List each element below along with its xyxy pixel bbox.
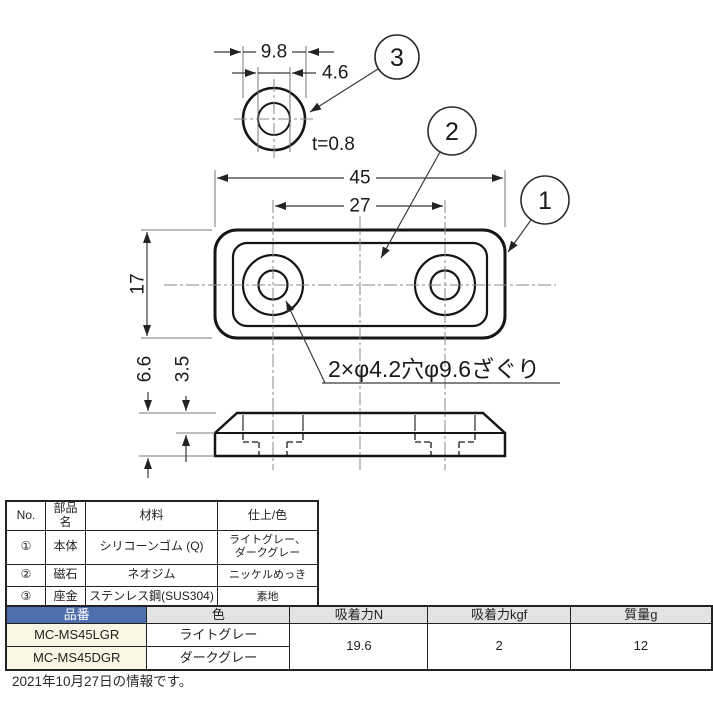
dim-body-depth: 17: [128, 273, 149, 294]
color-value: ダークグレー: [146, 646, 291, 671]
col-part-name: 部品名: [45, 500, 86, 531]
row-no: ②: [5, 563, 46, 587]
finish: 素地: [217, 585, 319, 610]
force-kgf-value: 2: [427, 623, 571, 671]
mass-value: 12: [569, 623, 713, 671]
material-row-body: ① 本体 シリコーンゴム (Q) ライトグレー、 ダークグレー: [5, 529, 319, 565]
washer-thickness-label: t=0.8: [312, 134, 355, 155]
product-row-dgr: MC-MS45DGR ダークグレー: [5, 646, 712, 671]
material-table: No. 部品名 材料 仕上/色 ① 本体 シリコーンゴム (Q) ライトグレー、…: [5, 500, 319, 610]
finish: ライトグレー、 ダークグレー: [217, 529, 319, 565]
dim-total-height: 6.6: [135, 356, 156, 382]
part-name: 磁石: [45, 563, 86, 587]
washer-detail-view: 9.8 4.6 t=0.8 3: [214, 34, 420, 161]
color-value: ライトグレー: [146, 623, 291, 647]
col-color: 色: [146, 605, 291, 624]
callout-3: 3: [390, 44, 404, 72]
col-part-number: 品番: [5, 605, 148, 624]
dim-washer-od: 9.8: [261, 42, 287, 63]
dim-hole-pitch: 27: [349, 196, 370, 217]
callout-2: 2: [445, 118, 459, 146]
force-n-value: 19.6: [289, 623, 429, 671]
material: ステンレス鋼(SUS304): [85, 585, 218, 610]
hole-note: 2×φ4.2穴φ9.6ざぐり: [328, 356, 540, 382]
dim-step-height: 3.5: [173, 356, 194, 382]
col-no: No.: [5, 500, 46, 531]
dim-washer-id: 4.6: [322, 63, 348, 84]
part-name: 本体: [45, 529, 86, 565]
material-table-header-row: No. 部品名 材料 仕上/色: [5, 500, 319, 531]
col-material: 材料: [85, 500, 218, 531]
finish: ニッケルめっき: [217, 563, 319, 587]
col-finish: 仕上/色: [217, 500, 319, 531]
material-row-magnet: ② 磁石 ネオジム ニッケルめっき: [5, 563, 319, 587]
material-row-washer: ③ 座金 ステンレス鋼(SUS304) 素地: [5, 585, 319, 610]
product-table-header-row: 品番 色 吸着力N 吸着力kgf 質量g: [5, 605, 713, 624]
date-note: 2021年10月27日の情報です。: [12, 674, 193, 689]
part-number: MC-MS45LGR: [5, 623, 148, 647]
top-view: 45 27 17 2 1 2×φ4.2穴φ9.6ざぐり: [128, 106, 570, 470]
material: シリコーンゴム (Q): [85, 529, 218, 565]
part-name: 座金: [45, 585, 86, 610]
product-row-lgr: MC-MS45LGR ライトグレー 19.6 2 12: [5, 623, 713, 671]
part-number: MC-MS45DGR: [5, 646, 148, 671]
side-view: 6.6 3.5: [135, 356, 507, 478]
technical-drawing: 9.8 4.6 t=0.8 3: [128, 34, 570, 478]
row-no: ①: [5, 529, 46, 565]
material: ネオジム: [85, 563, 218, 587]
product-table: 品番 色 吸着力N 吸着力kgf 質量g MC-MS45LGR ライトグレー 1…: [5, 605, 713, 671]
callout-1: 1: [538, 187, 552, 215]
col-force-n: 吸着力N: [289, 605, 429, 624]
col-force-kgf: 吸着力kgf: [427, 605, 571, 624]
dim-body-width: 45: [349, 168, 370, 189]
col-mass: 質量g: [569, 605, 713, 624]
